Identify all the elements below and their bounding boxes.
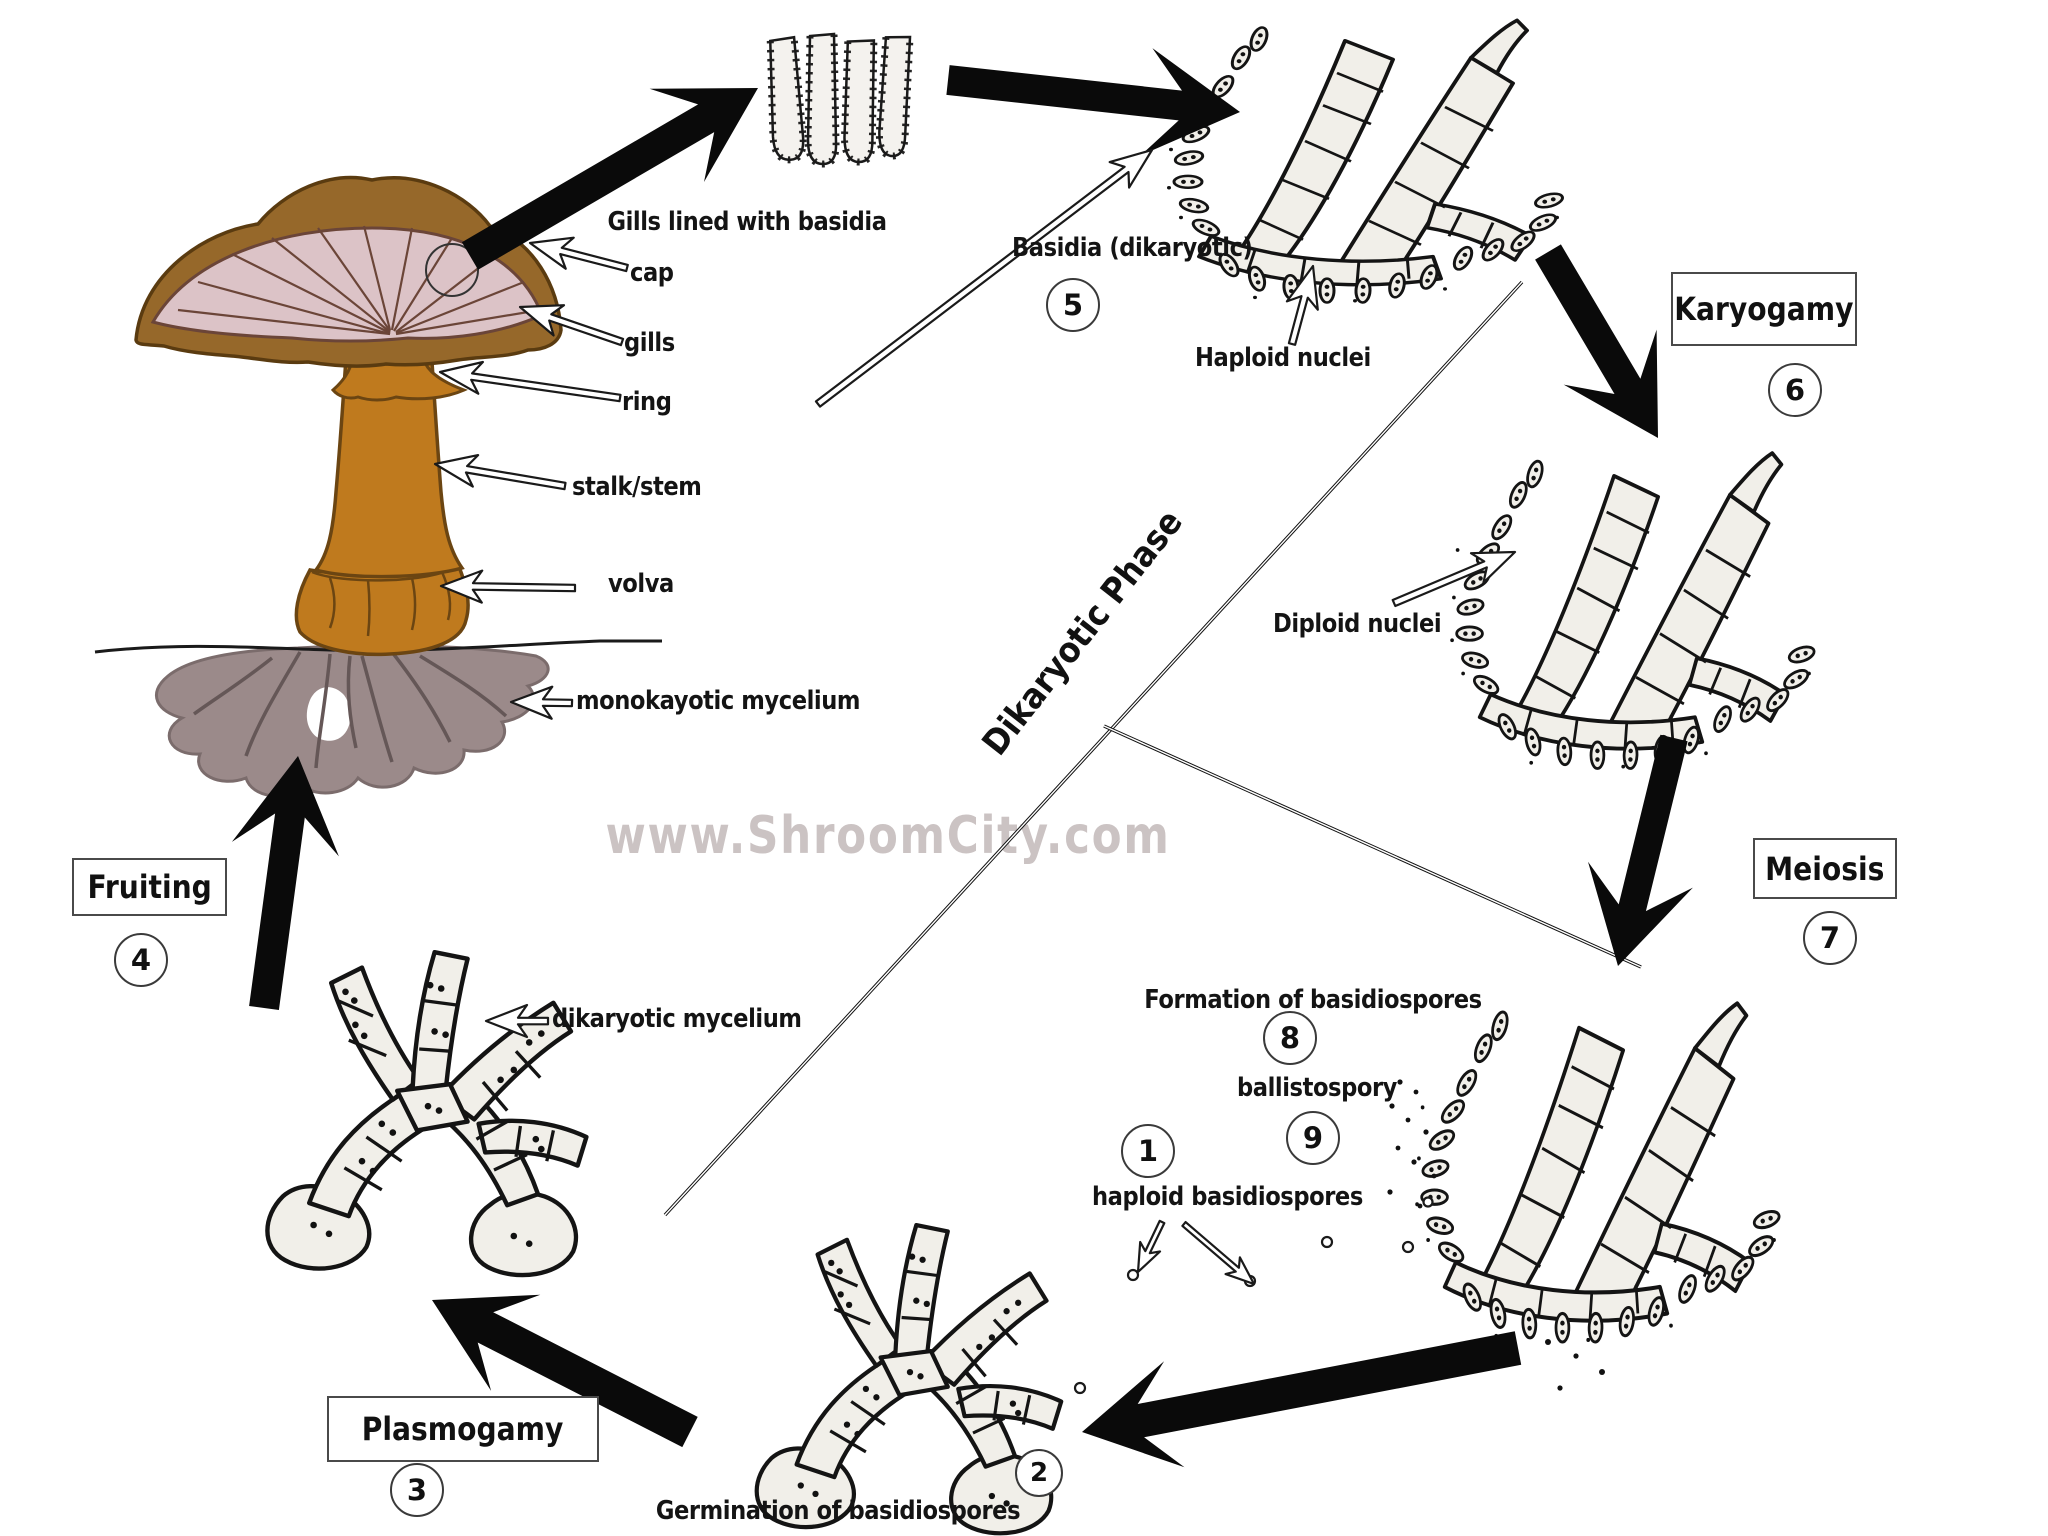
arrow-karyogamy xyxy=(1535,244,1658,438)
watermark: www.ShroomCity.com xyxy=(605,806,1171,866)
dikaryotic-mycelium-illustration xyxy=(267,952,586,1275)
step-badge-8: 8 xyxy=(1263,1011,1317,1065)
label-cap: cap xyxy=(630,258,674,288)
label-ring: ring xyxy=(622,387,672,417)
germinating-mycelium-illustration xyxy=(757,1225,1061,1533)
step-badge-9: 9 xyxy=(1286,1111,1340,1165)
pointer-ring xyxy=(438,360,622,403)
step-badge-1: 1 xyxy=(1121,1124,1175,1178)
label-gills-lined-with-basidia: Gills lined with basidia xyxy=(607,207,887,237)
label-monokaryotic-mycelium: monokayotic mycelium xyxy=(576,686,861,716)
label-germination-of-basidiospores: Germination of basidiospores xyxy=(655,1496,1021,1526)
pointer-spore-left xyxy=(1136,1219,1166,1274)
step-badge-2: 2 xyxy=(1015,1449,1063,1497)
plasmogamy-box: Plasmogamy xyxy=(327,1396,599,1462)
label-ballistospory: ballistospory xyxy=(1237,1073,1397,1103)
label-volva: volva xyxy=(608,569,674,599)
label-basidia-dikaryotic: Basidia (dikaryotic) xyxy=(1012,233,1253,263)
magnifier-circle xyxy=(425,243,479,297)
karyogamy-box: Karyogamy xyxy=(1671,272,1857,346)
plasmogamy-box-label: Plasmogamy xyxy=(362,1410,564,1448)
gills-cross-section-illustration xyxy=(766,32,914,168)
label-diploid-nuclei: Diploid nuclei xyxy=(1273,609,1442,639)
spore-particles xyxy=(1073,1079,1605,1395)
pointer-spore-right xyxy=(1181,1220,1256,1286)
pointer-diploid-nuclei xyxy=(1391,550,1517,608)
step-badge-6: 6 xyxy=(1768,363,1822,417)
label-stalk-stem: stalk/stem xyxy=(572,472,702,502)
basidia-cluster-diploid xyxy=(1450,453,1816,769)
karyogamy-box-label: Karyogamy xyxy=(1674,290,1854,328)
cycle-arrows xyxy=(231,48,1693,1468)
mushroom-illustration xyxy=(94,175,662,798)
meiosis-box-label: Meiosis xyxy=(1765,849,1885,888)
arrow-fruiting xyxy=(231,756,339,1010)
arrow-spores-to-germination xyxy=(1082,1331,1522,1468)
meiosis-box: Meiosis xyxy=(1753,838,1897,899)
step-badge-3: 3 xyxy=(390,1463,444,1517)
label-haploid-nuclei: Haploid nuclei xyxy=(1195,343,1371,373)
pointer-haploid-nuclei xyxy=(1285,264,1319,346)
label-gills: gills xyxy=(624,328,675,358)
label-formation-of-basidiospores: Formation of basidiospores xyxy=(1144,985,1482,1015)
arrow-gills-to-basidia xyxy=(946,48,1240,156)
fruiting-box-label: Fruiting xyxy=(87,868,212,906)
pointer-basidia xyxy=(814,148,1154,408)
pointer-stalk xyxy=(433,454,567,491)
step-badge-4: 4 xyxy=(114,933,168,987)
step-badge-7: 7 xyxy=(1803,911,1857,965)
pointer-monokaryotic-mycelium xyxy=(509,685,574,720)
fruiting-box: Fruiting xyxy=(72,858,227,916)
phase-divider-lines xyxy=(663,280,1642,1217)
label-haploid-basidiospores: haploid basidiospores xyxy=(1092,1182,1363,1212)
arrow-meiosis xyxy=(1588,734,1693,966)
arrow-germination-to-plasmogamy xyxy=(432,1294,698,1448)
basidia-cluster-spore-formation xyxy=(1415,1003,1781,1342)
pointer-gills xyxy=(518,304,625,347)
pointer-cap xyxy=(528,236,629,273)
pointer-volva xyxy=(439,569,577,604)
arrow-cap-to-gills xyxy=(461,88,758,270)
step-badge-5: 5 xyxy=(1046,278,1100,332)
label-dikaryotic-mycelium: dikaryotic mycelium xyxy=(552,1004,802,1034)
pointer-dikaryotic-mycelium xyxy=(484,1003,550,1039)
